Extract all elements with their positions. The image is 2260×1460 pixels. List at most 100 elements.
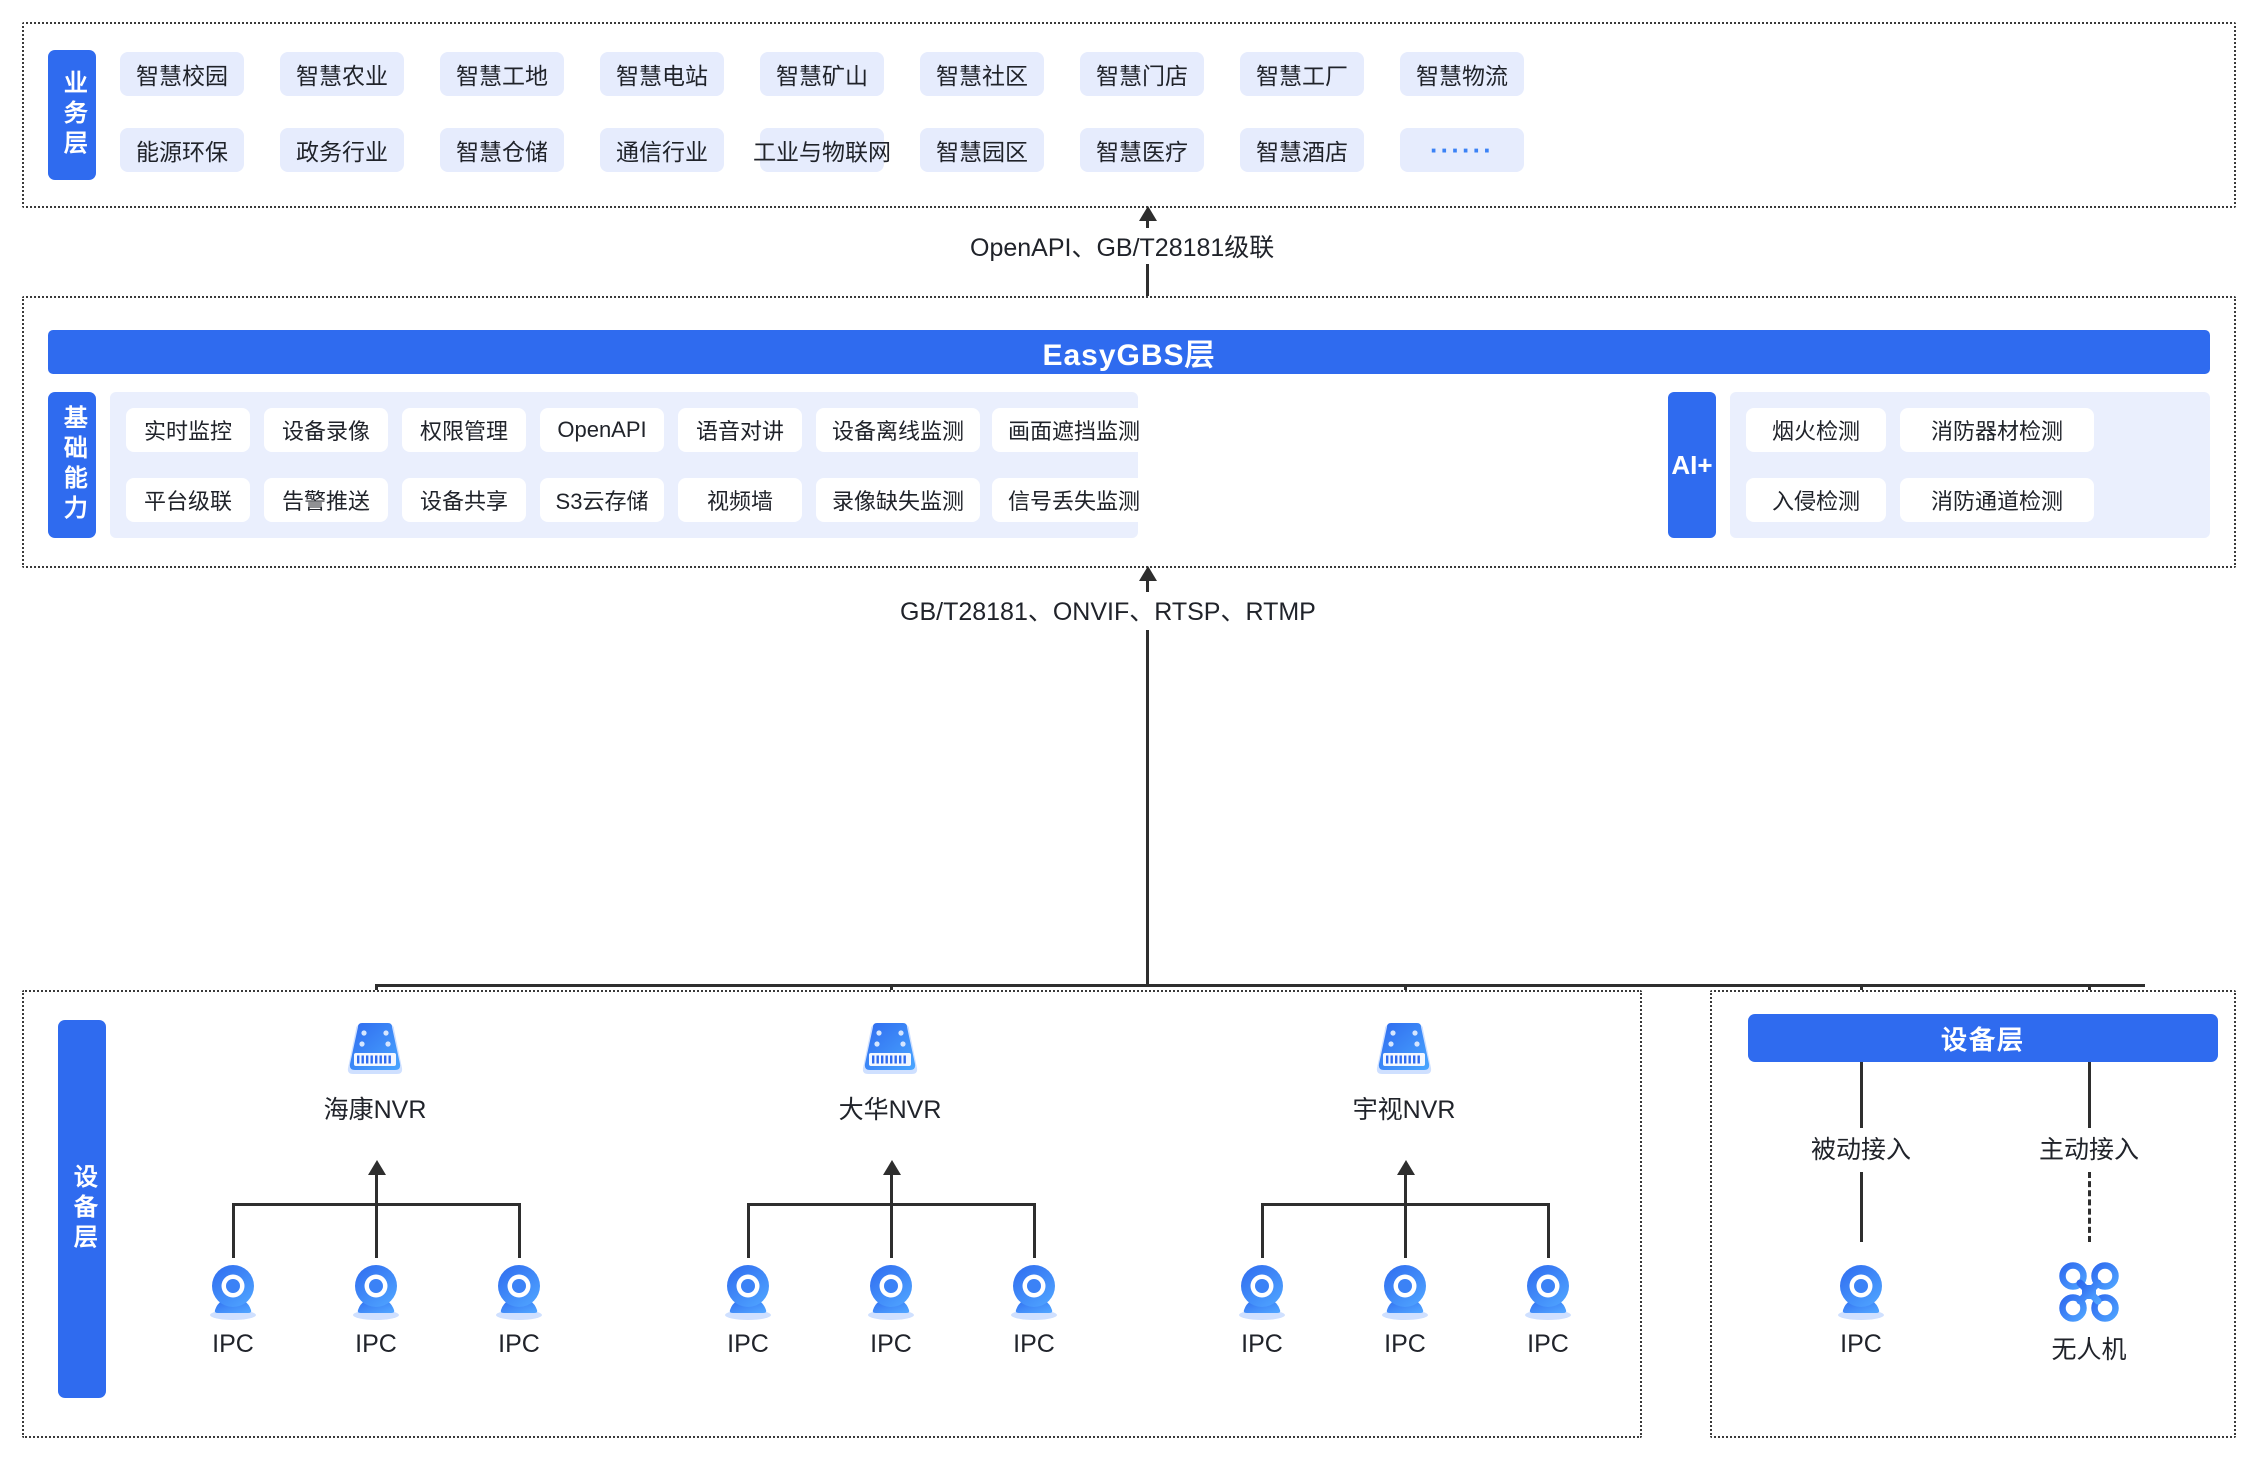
business-chip-label: 智慧农业 <box>296 63 388 89</box>
ai-capability-item[interactable]: 烟火检测 <box>1746 408 1886 452</box>
ai-capability-item[interactable]: 消防器材检测 <box>1900 408 2094 452</box>
capability-label: 信号丢失监测 <box>1007 489 1140 514</box>
capability-item[interactable]: S3云存储 <box>540 478 664 522</box>
business-chip-more[interactable]: ······ <box>1400 128 1524 172</box>
active-branch-line-upper <box>2088 1062 2091 1128</box>
business-chip-label: 智慧物流 <box>1416 63 1508 89</box>
business-chip[interactable]: 智慧医疗 <box>1080 128 1204 172</box>
business-chip[interactable]: 智慧农业 <box>280 52 404 96</box>
nvr-icon <box>1314 1022 1494 1084</box>
capability-label: 画面遮挡监测 <box>1007 419 1140 444</box>
business-chip[interactable]: 智慧门店 <box>1080 52 1204 96</box>
business-chip-label: 智慧工厂 <box>1256 63 1348 89</box>
ipc-camera-icon <box>464 1260 574 1324</box>
nvr-node-yushi[interactable]: 宇视NVR <box>1314 1022 1494 1126</box>
business-chip[interactable]: 智慧社区 <box>920 52 1044 96</box>
active-branch-line-lower <box>2088 1172 2091 1242</box>
capability-item[interactable]: 信号丢失监测 <box>992 478 1156 522</box>
business-chip-label: 智慧园区 <box>936 139 1028 165</box>
ipc-label: IPC <box>212 1330 254 1358</box>
ipc-drop <box>1547 1203 1550 1258</box>
business-chip[interactable]: 智慧物流 <box>1400 52 1524 96</box>
business-chip[interactable]: 工业与物联网 <box>753 128 891 172</box>
capability-item[interactable]: 设备共享 <box>402 478 526 522</box>
business-chip[interactable]: 智慧校园 <box>120 52 244 96</box>
business-chip[interactable]: 智慧矿山 <box>760 52 884 96</box>
device-layer-right-title-bar: 设备层 <box>1748 1014 2218 1062</box>
capability-item[interactable]: 视频墙 <box>678 478 802 522</box>
business-chip-label: 智慧社区 <box>936 63 1028 89</box>
ipc-camera-icon <box>979 1260 1089 1324</box>
nvr-node-haikang[interactable]: 海康NVR <box>285 1022 465 1126</box>
capability-label: 实时监控 <box>143 419 232 444</box>
ipc-label: IPC <box>355 1330 397 1358</box>
business-chip[interactable]: 能源环保 <box>120 128 244 172</box>
downlink-arrow-icon <box>1139 566 1157 581</box>
device-layer-left-panel <box>22 990 1642 1438</box>
business-chip-label: 智慧医疗 <box>1096 139 1188 165</box>
ipc-label: IPC <box>1527 1330 1569 1358</box>
business-chip-label: 智慧工地 <box>456 63 548 89</box>
business-chip-label: 智慧矿山 <box>776 63 868 89</box>
right-device-node-ipc[interactable]: IPC <box>1806 1260 1916 1359</box>
capability-label: S3云存储 <box>555 489 649 514</box>
capability-label: 权限管理 <box>419 419 508 444</box>
business-chip[interactable]: 智慧园区 <box>920 128 1044 172</box>
business-chip[interactable]: 智慧酒店 <box>1240 128 1364 172</box>
capability-layer-label: 基础能力 <box>48 392 96 538</box>
ipc-label: IPC <box>727 1330 769 1358</box>
capability-item[interactable]: 语音对讲 <box>678 408 802 452</box>
nvr-label: 大华NVR <box>838 1096 942 1124</box>
business-chip-label: 智慧门店 <box>1096 63 1188 89</box>
ipc-uplink-arrow-icon <box>1397 1160 1415 1175</box>
business-chip-label: 工业与物联网 <box>753 139 891 165</box>
ipc-node[interactable]: IPC <box>693 1260 803 1359</box>
business-chip[interactable]: 通信行业 <box>600 128 724 172</box>
ipc-node[interactable]: IPC <box>321 1260 431 1359</box>
business-chip[interactable]: 智慧电站 <box>600 52 724 96</box>
device-layer-right-title: 设备层 <box>1940 1024 2025 1055</box>
business-chip[interactable]: 智慧工厂 <box>1240 52 1364 96</box>
downlink-vline-lower <box>1146 630 1149 686</box>
capability-item[interactable]: 设备离线监测 <box>816 408 980 452</box>
nvr-node-dahua[interactable]: 大华NVR <box>800 1022 980 1126</box>
capability-item[interactable]: 权限管理 <box>402 408 526 452</box>
capability-item[interactable]: 录像缺失监测 <box>816 478 980 522</box>
passive-branch-line-lower <box>1860 1172 1863 1242</box>
capability-item[interactable]: 平台级联 <box>126 478 250 522</box>
ipc-drop <box>1033 1203 1036 1258</box>
ipc-node[interactable]: IPC <box>979 1260 1089 1359</box>
ipc-node[interactable]: IPC <box>1207 1260 1317 1359</box>
capability-item[interactable]: 设备录像 <box>264 408 388 452</box>
device-layer-left-label-text: 设备层 <box>69 1164 97 1254</box>
capability-item[interactable]: OpenAPI <box>540 408 664 452</box>
capability-item[interactable]: 实时监控 <box>126 408 250 452</box>
nvr-label: 海康NVR <box>323 1096 427 1124</box>
capability-label: 视频墙 <box>706 489 773 514</box>
ipc-uplink-arrow-icon <box>883 1160 901 1175</box>
ai-capability-label: 烟火检测 <box>1771 419 1860 444</box>
ipc-node[interactable]: IPC <box>1350 1260 1460 1359</box>
ipc-node[interactable]: IPC <box>836 1260 946 1359</box>
business-chip[interactable]: 政务行业 <box>280 128 404 172</box>
ipc-label: IPC <box>870 1330 912 1358</box>
business-layer-label: 业务层 <box>48 50 96 180</box>
ipc-uplink-arrow-icon <box>368 1160 386 1175</box>
ipc-drop <box>518 1203 521 1258</box>
capability-item[interactable]: 告警推送 <box>264 478 388 522</box>
right-device-node-drone[interactable]: 无人机 <box>2034 1260 2144 1366</box>
easygbs-layer-title: EasyGBS层 <box>1042 339 1216 372</box>
capability-item[interactable]: 画面遮挡监测 <box>992 408 1156 452</box>
ipc-node[interactable]: IPC <box>178 1260 288 1359</box>
business-chip-label: 智慧仓储 <box>456 139 548 165</box>
business-chip[interactable]: 智慧工地 <box>440 52 564 96</box>
ipc-node[interactable]: IPC <box>1493 1260 1603 1359</box>
ai-capability-item[interactable]: 入侵检测 <box>1746 478 1886 522</box>
ai-capability-item[interactable]: 消防通道检测 <box>1900 478 2094 522</box>
ai-plus-label-text: AI+ <box>1671 449 1713 480</box>
capability-layer-label-text: 基础能力 <box>59 405 87 525</box>
business-chip[interactable]: 智慧仓储 <box>440 128 564 172</box>
capability-label: 设备离线监测 <box>831 419 964 444</box>
passive-access-label: 被动接入 <box>1810 1136 1911 1164</box>
ipc-node[interactable]: IPC <box>464 1260 574 1359</box>
